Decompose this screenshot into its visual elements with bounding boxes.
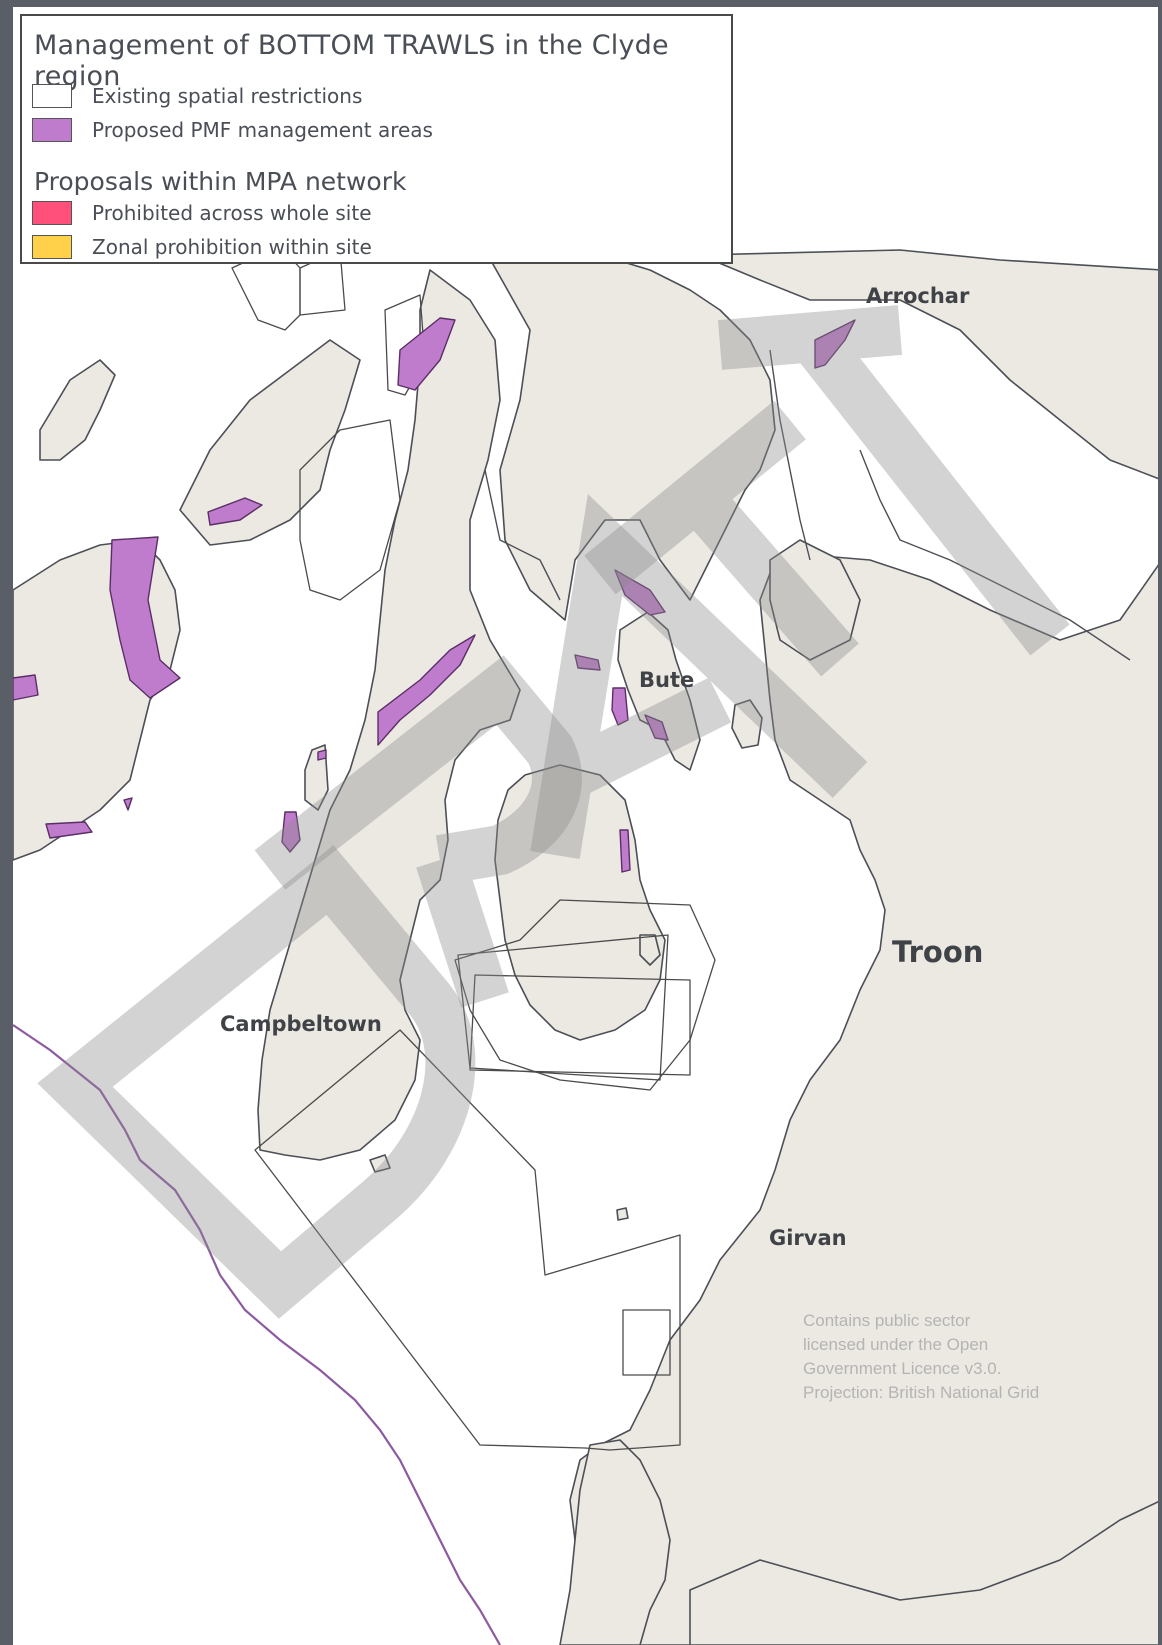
pmf-area-islay-west — [12, 674, 39, 701]
pmf-area-bute-south — [644, 714, 669, 741]
map-credit: Contains public sector licensed under th… — [803, 1309, 1133, 1405]
draft-watermark — [37, 305, 1070, 1319]
rosneath-peninsula — [769, 539, 861, 661]
legend-swatch-prohibited — [32, 201, 72, 225]
legend-label-existing: Existing spatial restrictions — [92, 84, 363, 108]
place-label-arrochar: Arrochar — [866, 284, 970, 308]
restriction-arran-poly — [454, 899, 716, 1091]
pmf-area-islay-south — [45, 821, 93, 839]
legend-label-zonal: Zonal prohibition within site — [92, 235, 372, 259]
watermark-letter-d — [37, 845, 476, 1319]
watermark-letter-r — [254, 655, 582, 1008]
map-frame-top — [0, 0, 1162, 7]
legend-swatch-zonal — [32, 235, 72, 259]
place-label-campbeltown: Campbeltown — [220, 1012, 382, 1036]
isle-of-jura — [179, 339, 361, 546]
place-label-bute: Bute — [639, 668, 695, 692]
pmf-area-arran-east — [619, 829, 631, 873]
watermark-letter-t — [717, 305, 1070, 656]
legend-subtitle: Proposals within MPA network — [34, 167, 407, 196]
pmf-area-loch-fyne — [397, 317, 456, 391]
place-label-girvan: Girvan — [769, 1226, 847, 1250]
ailsa-craig — [616, 1207, 629, 1221]
pmf-area-kintyre-west — [377, 634, 476, 746]
pmf-area-islay-point — [123, 797, 133, 811]
colonsay-island — [39, 359, 116, 461]
pmf-area-inchmarnock — [611, 687, 629, 726]
mainland-cowal — [699, 249, 1162, 481]
pmf-area-gigha — [281, 811, 301, 853]
legend-swatch-existing — [32, 84, 72, 108]
place-label-troon: Troon — [892, 935, 984, 969]
great-cumbrae — [731, 699, 763, 749]
restriction-south-large — [254, 1029, 681, 1451]
sanda-island — [369, 1154, 391, 1173]
restriction-jura-sound — [299, 419, 401, 601]
restriction-arran-box-1 — [457, 934, 669, 1081]
rhins-of-galloway — [559, 1439, 671, 1645]
gigha-island — [304, 744, 329, 811]
credit-line-4: Projection: British National Grid — [803, 1383, 1040, 1402]
pmf-area-arrochar — [814, 319, 856, 369]
loch-long — [769, 349, 811, 561]
territorial-boundary-line — [12, 1024, 501, 1645]
legend-label-pmf: Proposed PMF management areas — [92, 118, 433, 142]
credit-line-2: licensed under the Open — [803, 1335, 989, 1354]
loch-fyne-shore — [484, 469, 561, 601]
holy-isle — [639, 934, 661, 966]
watermark-letter-a — [530, 493, 868, 859]
legend-swatch-pmf — [32, 118, 72, 142]
pmf-area-islay — [109, 536, 181, 699]
mainland-argyll — [484, 249, 776, 621]
credit-line-3: Government Licence v3.0. — [803, 1359, 1002, 1378]
pmf-area-jura — [207, 497, 263, 526]
isle-of-bute — [617, 611, 701, 771]
map-frame-right — [1158, 0, 1162, 1645]
legend-label-prohibited: Prohibited across whole site — [92, 201, 372, 225]
legend-title: Management of BOTTOM TRAWLS in the Clyde… — [34, 30, 669, 92]
pmf-area-gigha-north — [317, 749, 327, 761]
pmf-area-bute-north — [614, 569, 666, 616]
restriction-south-box — [622, 1309, 671, 1376]
river-clyde — [859, 449, 1131, 661]
credit-line-1: Contains public sector — [803, 1311, 971, 1330]
map-frame-left — [0, 0, 13, 1645]
map-legend: Management of BOTTOM TRAWLS in the Clyde… — [20, 14, 733, 264]
restriction-arran-box-2 — [469, 974, 691, 1076]
watermark-letter-f — [584, 400, 859, 677]
pmf-area-bute-west — [574, 654, 601, 671]
south-mainland — [689, 1499, 1162, 1645]
